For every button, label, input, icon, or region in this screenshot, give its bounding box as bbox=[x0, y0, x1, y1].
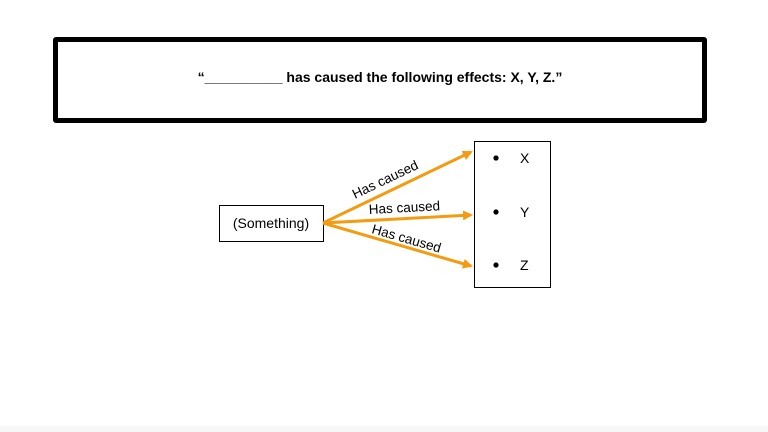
source-node-label: (Something) bbox=[233, 215, 309, 231]
bullet-icon bbox=[493, 209, 499, 215]
edge-label-x: Has caused bbox=[350, 157, 421, 201]
bullet-icon bbox=[493, 155, 499, 161]
prompt-box: “__________ has caused the following eff… bbox=[53, 37, 707, 123]
prompt-sentence: “__________ has caused the following eff… bbox=[197, 69, 563, 85]
edge-label-z: Has caused bbox=[370, 221, 443, 255]
effects-node-box bbox=[474, 141, 551, 288]
source-node-box bbox=[219, 205, 324, 242]
arrow-to-x bbox=[322, 150, 473, 225]
bottom-strip bbox=[0, 426, 768, 432]
edge-label-y: Has caused bbox=[368, 198, 440, 217]
effect-item-x: X bbox=[520, 150, 530, 166]
arrow-to-z bbox=[322, 221, 473, 269]
effects-node: X Y Z bbox=[474, 141, 551, 288]
effect-item-y: Y bbox=[520, 204, 530, 220]
arrow-to-y bbox=[322, 210, 473, 225]
bullet-icon bbox=[493, 262, 499, 268]
effect-item-z: Z bbox=[520, 257, 529, 273]
source-node: (Something) bbox=[219, 205, 324, 242]
